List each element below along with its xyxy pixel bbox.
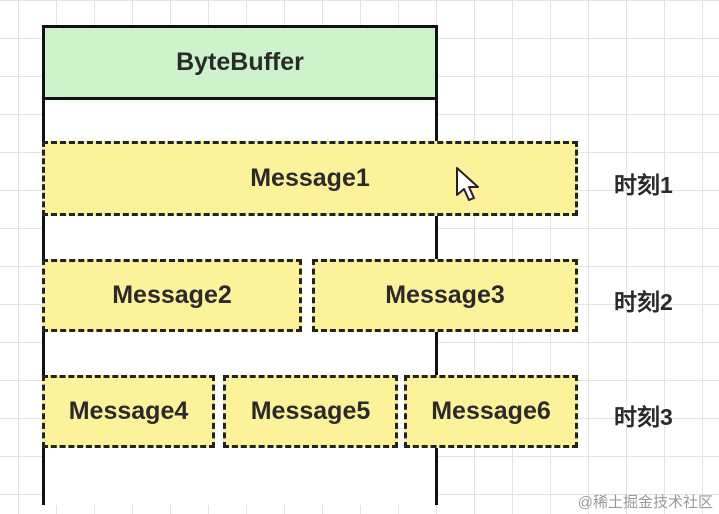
message-5-block: Message5 bbox=[223, 375, 398, 448]
bytebuffer-header: ByteBuffer bbox=[42, 25, 438, 100]
message-3-block: Message3 bbox=[312, 259, 578, 332]
message-4-block: Message4 bbox=[42, 375, 215, 448]
message-3-label: Message3 bbox=[385, 281, 505, 309]
message-1-block: Message1 bbox=[42, 141, 578, 216]
message-6-label: Message6 bbox=[431, 397, 551, 425]
message-6-block: Message6 bbox=[404, 375, 578, 448]
message-1-label: Message1 bbox=[250, 164, 370, 192]
message-2-label: Message2 bbox=[112, 281, 232, 309]
time-label-3: 时刻3 bbox=[614, 404, 673, 430]
message-2-block: Message2 bbox=[42, 259, 302, 332]
message-4-label: Message4 bbox=[68, 397, 189, 425]
time-label-2: 时刻2 bbox=[614, 289, 673, 315]
time-label-1: 时刻1 bbox=[614, 172, 673, 198]
mouse-pointer-icon bbox=[456, 167, 479, 201]
message-5-label: Message5 bbox=[250, 397, 371, 425]
bytebuffer-label: ByteBuffer bbox=[176, 48, 304, 76]
watermark-text: @稀土掘金技术社区 bbox=[577, 494, 713, 511]
